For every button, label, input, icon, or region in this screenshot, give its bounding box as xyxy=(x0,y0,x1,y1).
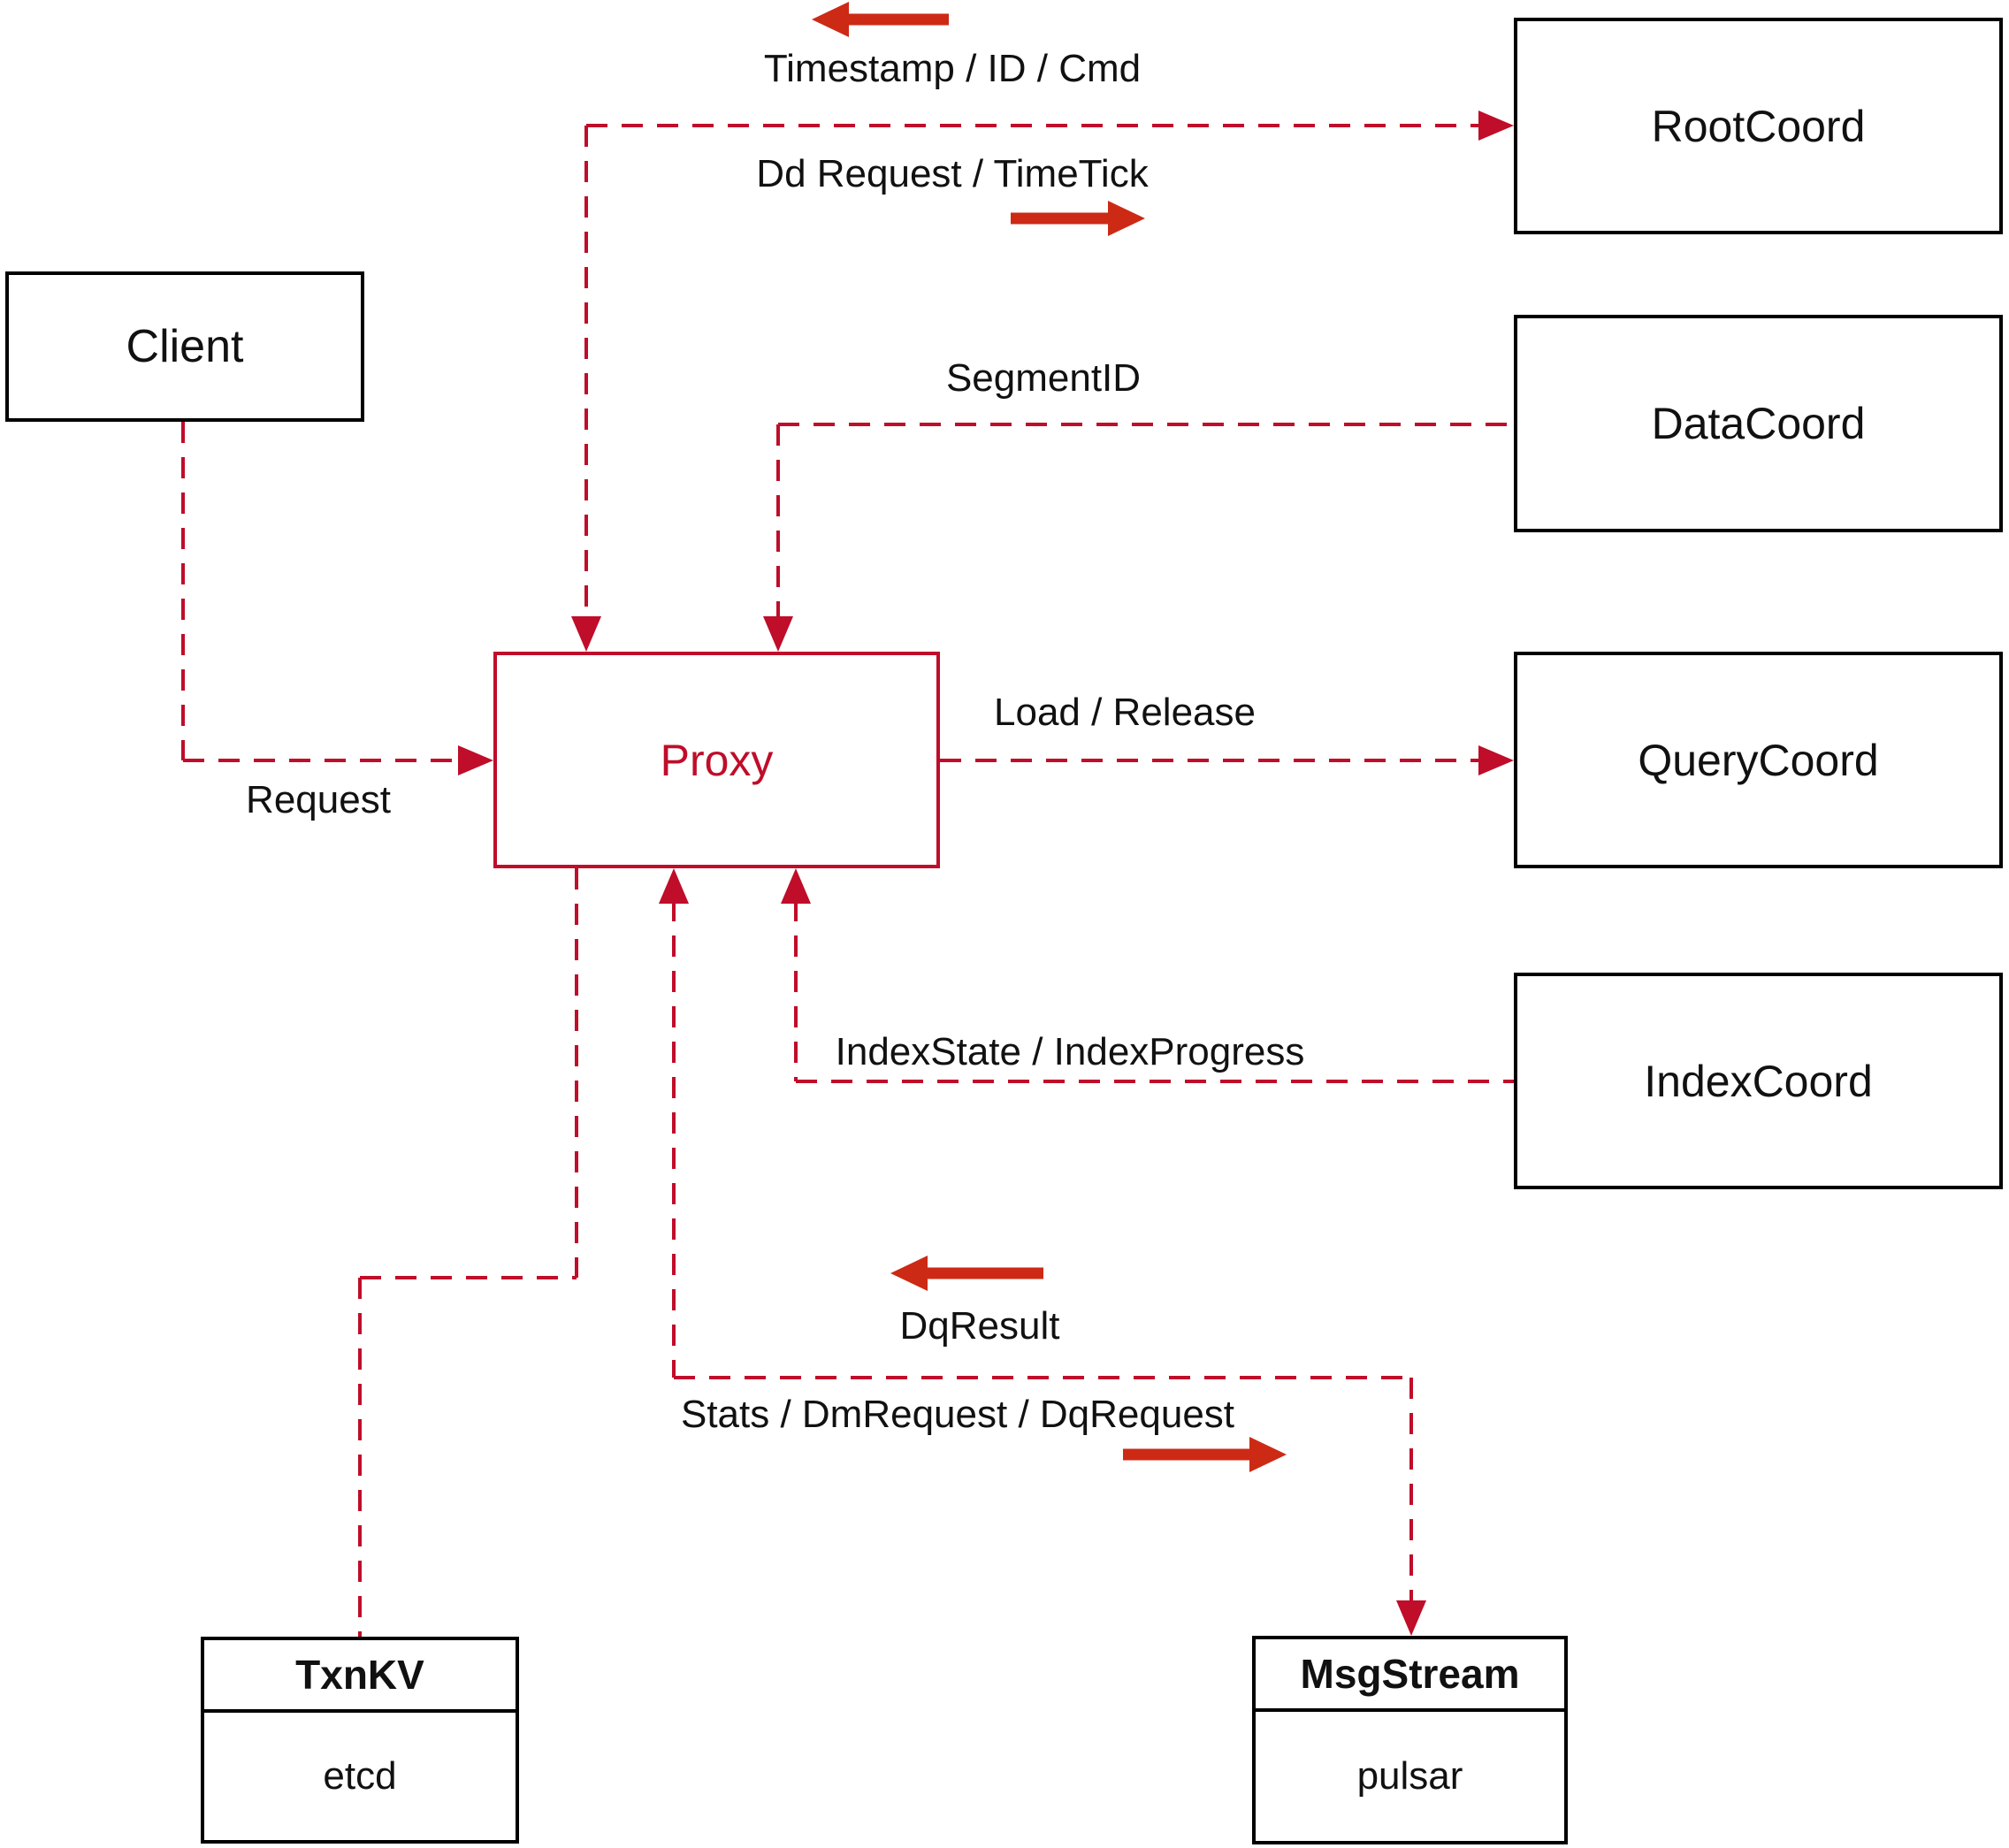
node-msgstream-title: MsgStream xyxy=(1256,1639,1564,1712)
arrowhead-into-proxy-bottom-left-icon xyxy=(659,868,689,904)
edge-label-stats-dmrequest-dqrequest: Stats / DmRequest / DqRequest xyxy=(680,1393,1235,1436)
edge-label-timestamp-id-cmd: Timestamp / ID / Cmd xyxy=(763,47,1142,90)
arrowhead-into-querycoord-icon xyxy=(1478,745,1514,775)
flow-arrow-left-timestamp-icon xyxy=(812,2,949,37)
node-proxy-label: Proxy xyxy=(660,735,774,785)
edge-label-segment-id: SegmentID xyxy=(945,356,1142,400)
node-msgstream: MsgStream pulsar xyxy=(1252,1636,1568,1844)
arrowhead-into-msgstream-icon xyxy=(1396,1600,1426,1636)
node-client-label: Client xyxy=(126,321,244,372)
node-txnkv-title: TxnKV xyxy=(204,1640,516,1713)
arrowhead-into-proxy-bottom-right-icon xyxy=(781,868,811,904)
node-querycoord-label: QueryCoord xyxy=(1638,735,1879,785)
node-msgstream-impl: pulsar xyxy=(1356,1754,1463,1798)
node-rootcoord: RootCoord xyxy=(1514,18,2003,234)
node-indexcoord: IndexCoord xyxy=(1514,973,2003,1189)
arrowhead-into-proxy-top-right-icon xyxy=(763,616,793,652)
arrowhead-into-proxy-left-icon xyxy=(458,745,493,775)
node-client: Client xyxy=(5,271,364,422)
node-proxy: Proxy xyxy=(493,652,940,868)
node-rootcoord-label: RootCoord xyxy=(1651,101,1866,151)
arrowhead-into-proxy-top-left-icon xyxy=(571,616,601,652)
edge-label-load-release: Load / Release xyxy=(994,691,1256,734)
edge-label-dqresult: DqResult xyxy=(899,1304,1060,1348)
node-indexcoord-label: IndexCoord xyxy=(1644,1056,1873,1106)
node-txnkv: TxnKV etcd xyxy=(201,1637,519,1844)
arrowhead-into-rootcoord-icon xyxy=(1478,111,1514,141)
edge-label-dd-request-timetick: Dd Request / TimeTick xyxy=(756,152,1149,195)
edge-label-request: Request xyxy=(246,778,391,821)
edge-label-indexstate-indexprogress: IndexState / IndexProgress xyxy=(835,1030,1305,1073)
flow-arrow-right-stats-icon xyxy=(1123,1437,1287,1472)
node-querycoord: QueryCoord xyxy=(1514,652,2003,868)
node-txnkv-impl: etcd xyxy=(323,1754,397,1798)
flow-arrow-left-dqresult-icon xyxy=(890,1256,1043,1291)
flow-arrow-right-ddrequest-icon xyxy=(1011,201,1145,236)
node-datacoord: DataCoord xyxy=(1514,315,2003,532)
node-datacoord-label: DataCoord xyxy=(1651,399,1866,448)
